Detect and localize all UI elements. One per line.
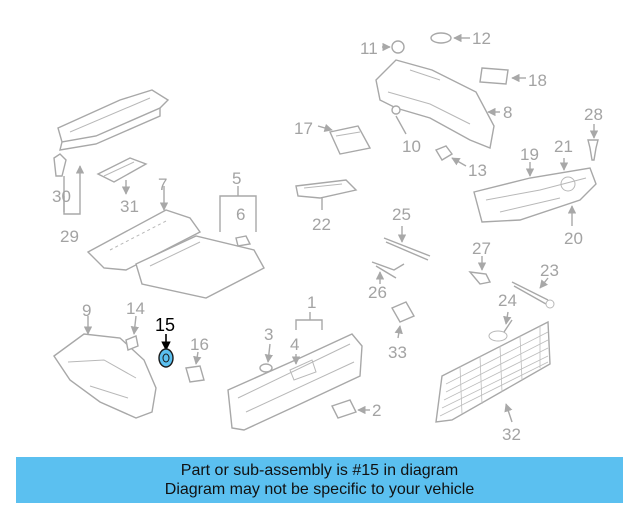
callout-27: 27 bbox=[472, 239, 491, 258]
callout-14: 14 bbox=[126, 299, 145, 318]
callout-31: 31 bbox=[120, 197, 139, 216]
callout-13: 13 bbox=[468, 161, 487, 180]
callout-1: 1 bbox=[307, 293, 316, 312]
part-2 bbox=[331, 399, 357, 419]
rear-sill-panel bbox=[227, 333, 363, 431]
callout-21: 21 bbox=[554, 137, 573, 156]
callout-9: 9 bbox=[82, 301, 91, 320]
callout-11: 11 bbox=[360, 39, 378, 58]
part-12 bbox=[430, 32, 452, 44]
trunk-mat bbox=[86, 186, 202, 271]
part-13 bbox=[434, 145, 454, 161]
part-15-highlighted[interactable] bbox=[158, 334, 174, 368]
parcel-shelf bbox=[57, 89, 170, 151]
part-26 bbox=[371, 261, 405, 284]
part-33 bbox=[391, 301, 415, 339]
callout-15[interactable]: 15 bbox=[155, 315, 175, 335]
part-31 bbox=[96, 157, 148, 195]
callout-8: 8 bbox=[503, 103, 512, 122]
side-panel-assembly bbox=[473, 167, 597, 223]
callout-30: 30 bbox=[52, 187, 71, 206]
callout-4: 4 bbox=[290, 335, 299, 354]
quarter-trim-panel bbox=[375, 59, 495, 149]
callout-16: 16 bbox=[190, 335, 209, 354]
part-11 bbox=[391, 40, 405, 54]
part-3 bbox=[259, 343, 274, 373]
callout-29: 29 bbox=[60, 227, 79, 246]
part-25 bbox=[383, 226, 431, 261]
part-23 bbox=[511, 277, 555, 309]
callout-3: 3 bbox=[264, 325, 273, 344]
callout-33: 33 bbox=[388, 343, 407, 362]
info-banner: Part or sub-assembly is #15 in diagram D… bbox=[16, 457, 623, 503]
callout-19: 19 bbox=[520, 145, 539, 164]
callout-20: 20 bbox=[564, 229, 583, 248]
part-22 bbox=[295, 179, 358, 210]
callout-25: 25 bbox=[392, 205, 411, 224]
part-10 bbox=[391, 105, 407, 135]
parts-diagram: 1 2 3 4 5 6 7 8 9 10 11 12 13 14 15 16 1… bbox=[52, 29, 603, 444]
part-30 bbox=[53, 153, 67, 212]
left-quarter-trim bbox=[53, 316, 157, 419]
callout-24: 24 bbox=[498, 291, 517, 310]
callout-6: 6 bbox=[236, 205, 245, 224]
part-6 bbox=[235, 235, 252, 247]
callout-10: 10 bbox=[402, 137, 421, 156]
part-27 bbox=[468, 256, 492, 285]
part-18 bbox=[479, 67, 509, 85]
callout-17: 17 bbox=[294, 119, 313, 138]
callout-32: 32 bbox=[502, 425, 521, 444]
callout-18: 18 bbox=[528, 71, 547, 90]
callout-22: 22 bbox=[312, 215, 331, 234]
callout-28: 28 bbox=[584, 105, 603, 124]
callout-5: 5 bbox=[232, 169, 241, 188]
callout-23: 23 bbox=[540, 261, 559, 280]
trunk-floor-panel bbox=[135, 235, 265, 299]
part-28 bbox=[587, 124, 599, 161]
part-24 bbox=[488, 311, 513, 342]
part-17 bbox=[329, 125, 372, 155]
banner-line-1: Part or sub-assembly is #15 in diagram bbox=[180, 462, 459, 479]
callout-2: 2 bbox=[372, 401, 381, 420]
callout-26: 26 bbox=[368, 283, 387, 302]
part-16 bbox=[185, 351, 205, 383]
banner-line-2: Diagram may not be specific to your vehi… bbox=[164, 481, 475, 498]
cargo-net bbox=[435, 320, 551, 423]
part-14 bbox=[125, 315, 140, 351]
callout-12: 12 bbox=[472, 29, 491, 48]
callout-7: 7 bbox=[158, 175, 167, 194]
